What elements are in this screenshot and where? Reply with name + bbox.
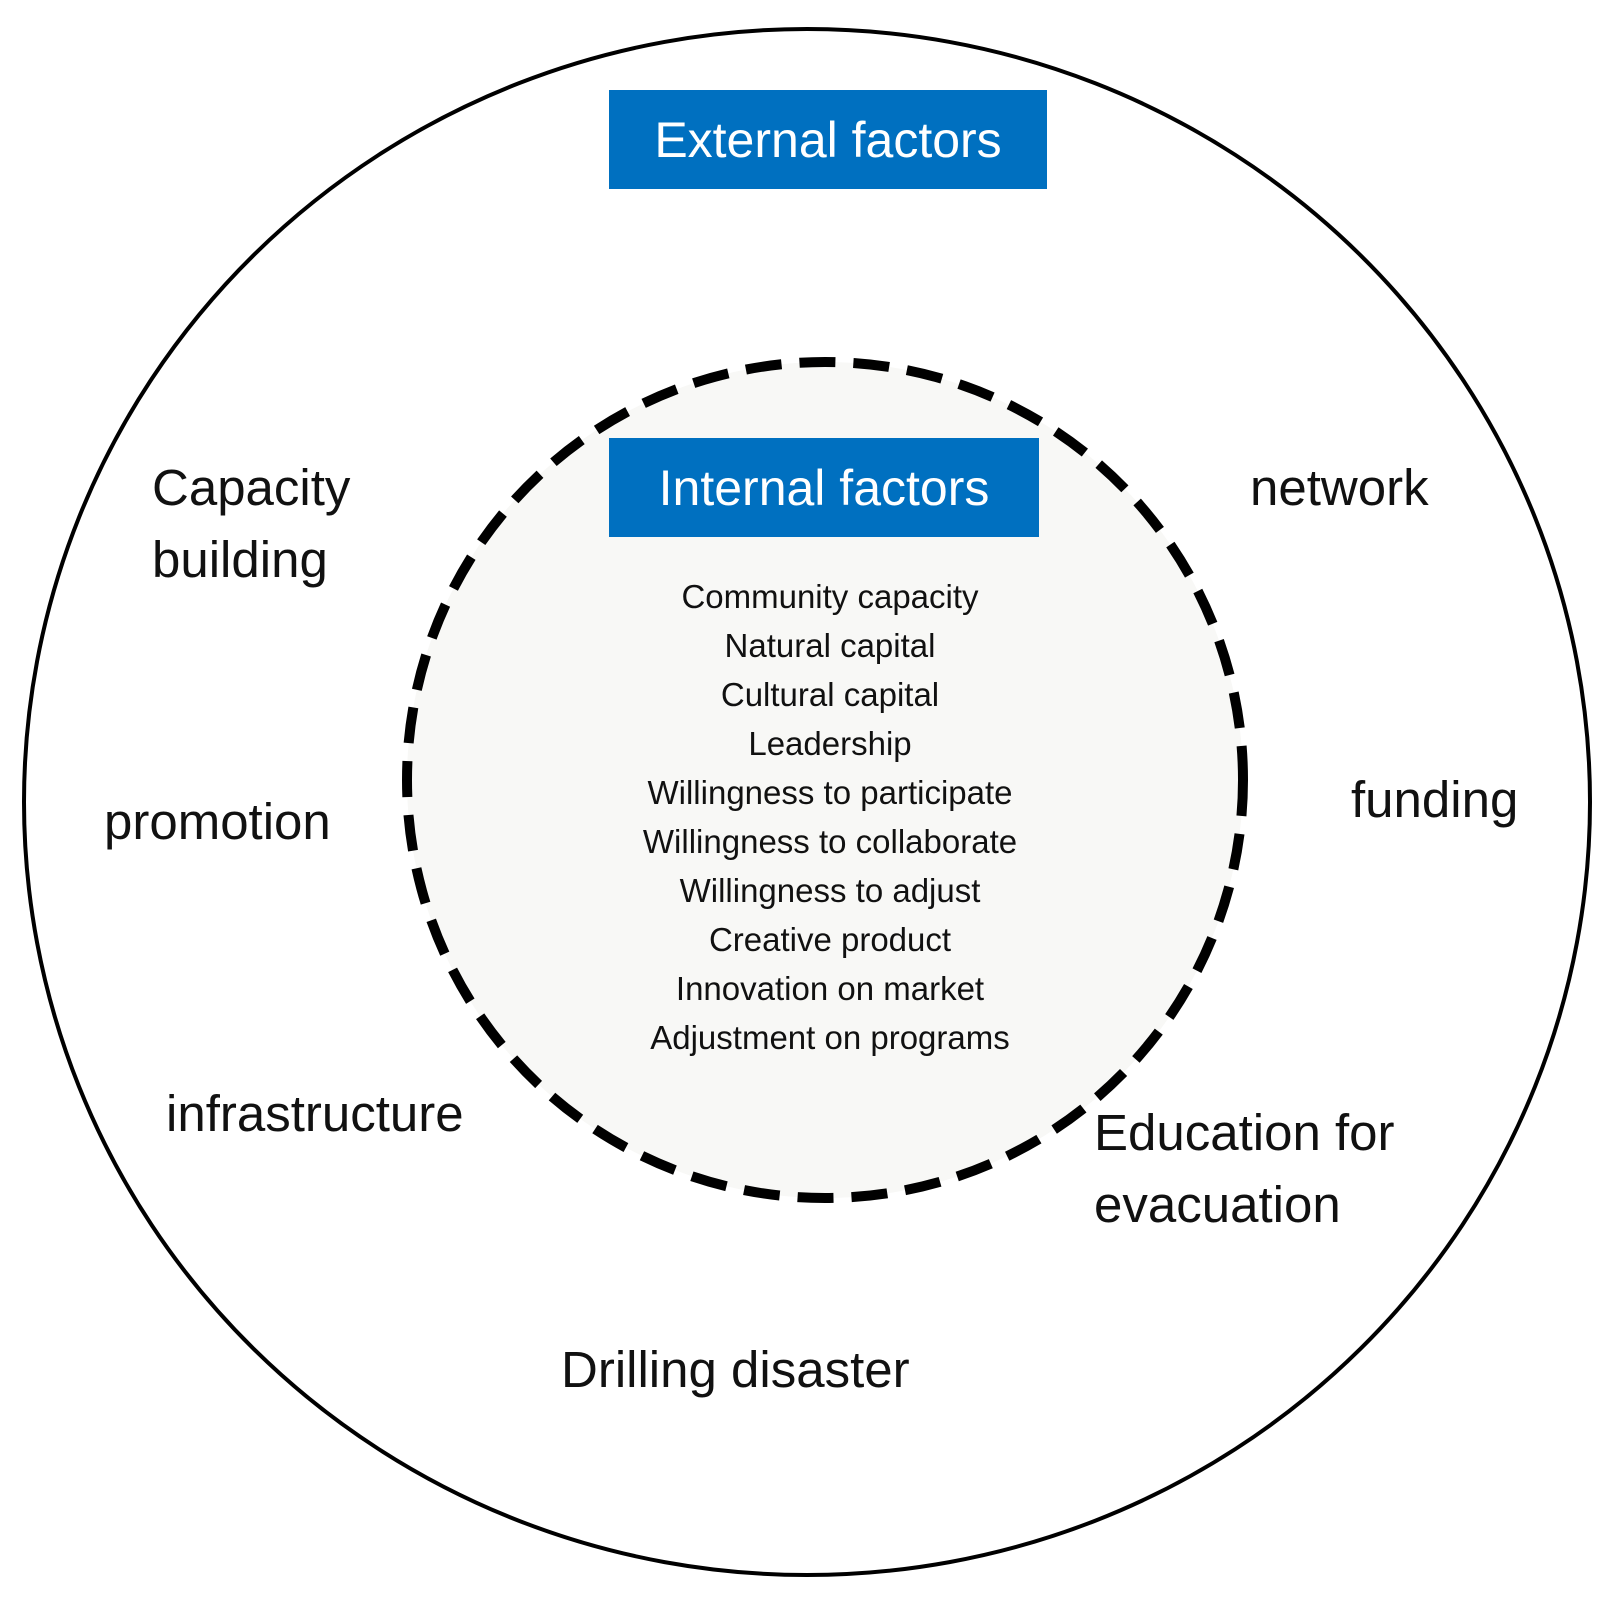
- factor-network: network: [1250, 459, 1429, 516]
- internal-factor-item: Adjustment on programs: [650, 1019, 1010, 1056]
- internal-factor-item: Willingness to adjust: [679, 872, 981, 909]
- internal-factor-item: Innovation on market: [675, 970, 985, 1007]
- factor-infrastructure: infrastructure: [166, 1085, 464, 1142]
- internal-factor-item: Willingness to collaborate: [642, 823, 1018, 860]
- internal-dashed-circle: [402, 357, 1248, 1203]
- factor-capacity-building: Capacity building: [152, 459, 351, 588]
- internal-factor-item: Creative product: [708, 921, 952, 958]
- factor-drilling-disaster: Drilling disaster: [561, 1341, 910, 1398]
- internal-factors-title: Internal factors: [609, 438, 1039, 537]
- internal-factor-item: Community capacity: [681, 578, 979, 615]
- external-factors-title: External factors: [609, 90, 1047, 189]
- factor-promotion: promotion: [104, 793, 331, 850]
- internal-factor-item: Cultural capital: [720, 676, 940, 713]
- internal-factor-item: Willingness to participate: [647, 774, 1013, 811]
- internal-factors-list: Community capacity Natural capital Cultu…: [580, 572, 1080, 1062]
- internal-factor-item: Natural capital: [724, 627, 936, 664]
- factor-funding: funding: [1351, 771, 1519, 828]
- internal-factor-item: Leadership: [748, 725, 912, 762]
- factor-education-for-evacuation: Education for evacuation: [1094, 1104, 1395, 1233]
